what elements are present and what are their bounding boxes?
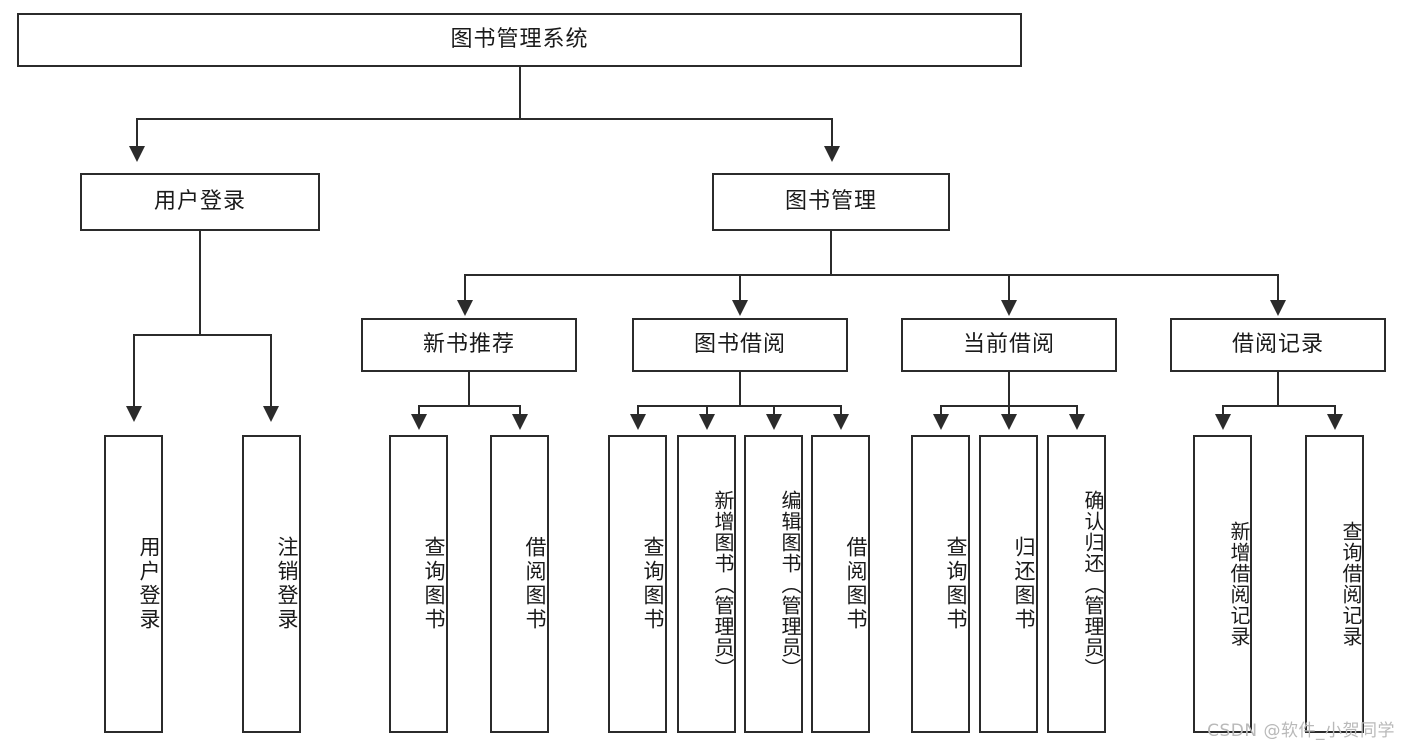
node-leaf-add-record[interactable]: 新增借阅记录	[1193, 435, 1252, 733]
connector-user-login-bus	[133, 334, 271, 336]
connector-user-login-stem	[199, 231, 201, 335]
node-label: 新书推荐	[422, 331, 515, 357]
arrowhead-leaf-logout-login	[263, 406, 279, 422]
arrowhead-current-borrow	[1001, 300, 1017, 316]
arrowhead-leaf-borrow-book-1	[512, 414, 528, 430]
connector-bm-drop-book-borrow	[739, 274, 741, 302]
node-label: 借阅图书	[844, 536, 868, 632]
node-label: 用户登录	[153, 188, 246, 214]
connector-borrow-record-stem	[1277, 372, 1279, 406]
connector-cb-drop-1	[940, 405, 942, 417]
connector-br-drop-2	[1334, 405, 1336, 417]
arrowhead-new-book-recommend	[457, 300, 473, 316]
arrowhead-leaf-query-record	[1327, 414, 1343, 430]
connector-new-book-drop-2	[519, 405, 521, 417]
arrowhead-leaf-confirm-return	[1069, 414, 1085, 430]
arrowhead-book-borrow	[732, 300, 748, 316]
node-leaf-add-book[interactable]: 新增图书（管理员）	[677, 435, 736, 733]
arrowhead-leaf-query-book-1	[411, 414, 427, 430]
node-new-book-recommend[interactable]: 新书推荐	[361, 318, 577, 372]
arrowhead-user-login	[129, 146, 145, 162]
connector-bm-drop-current-borrow	[1008, 274, 1010, 302]
node-label: 归还图书	[1012, 536, 1036, 632]
node-label: 编辑图书（管理员）	[778, 489, 802, 679]
node-leaf-query-book-3[interactable]: 查询图书	[911, 435, 970, 733]
connector-cb-drop-2	[1008, 405, 1010, 417]
connector-bm-drop-borrow-record	[1277, 274, 1279, 302]
connector-bb-drop-1	[637, 405, 639, 417]
node-label: 查询图书	[422, 536, 446, 632]
node-label: 用户登录	[137, 536, 161, 632]
node-leaf-logout-login[interactable]: 注销登录	[242, 435, 301, 733]
connector-bb-drop-2	[706, 405, 708, 417]
node-leaf-borrow-book-2[interactable]: 借阅图书	[811, 435, 870, 733]
node-label: 查询借阅记录	[1339, 521, 1363, 647]
arrowhead-leaf-query-book-3	[933, 414, 949, 430]
node-label: 借阅记录	[1231, 331, 1324, 357]
connector-root-to-user-login	[136, 118, 138, 148]
connector-book-management-stem	[830, 231, 832, 275]
node-leaf-return-book[interactable]: 归还图书	[979, 435, 1038, 733]
connector-book-borrow-bus	[637, 405, 842, 407]
arrowhead-leaf-user-login	[126, 406, 142, 422]
node-leaf-query-record[interactable]: 查询借阅记录	[1305, 435, 1364, 733]
connector-user-login-drop-1	[133, 334, 135, 408]
node-label: 注销登录	[275, 536, 299, 632]
node-leaf-edit-book[interactable]: 编辑图书（管理员）	[744, 435, 803, 733]
node-user-login[interactable]: 用户登录	[80, 173, 320, 231]
node-book-management[interactable]: 图书管理	[712, 173, 950, 231]
arrowhead-leaf-borrow-book-2	[833, 414, 849, 430]
node-label: 确认归还（管理员）	[1081, 489, 1105, 679]
connector-bb-drop-3	[773, 405, 775, 417]
connector-cb-drop-3	[1076, 405, 1078, 417]
connector-user-login-drop-2	[270, 334, 272, 408]
node-label: 当前借阅	[962, 331, 1055, 357]
connector-br-drop-1	[1222, 405, 1224, 417]
node-label: 图书借阅	[693, 331, 786, 357]
connector-root-bus	[136, 118, 833, 120]
node-leaf-confirm-return[interactable]: 确认归还（管理员）	[1047, 435, 1106, 733]
node-label: 借阅图书	[523, 536, 547, 632]
connector-new-book-bus	[418, 405, 520, 407]
arrowhead-leaf-return-book	[1001, 414, 1017, 430]
arrowhead-leaf-edit-book	[766, 414, 782, 430]
node-book-borrow[interactable]: 图书借阅	[632, 318, 848, 372]
node-label: 新增借阅记录	[1227, 521, 1251, 647]
node-borrow-record[interactable]: 借阅记录	[1170, 318, 1386, 372]
connector-book-borrow-stem	[739, 372, 741, 406]
connector-borrow-record-bus	[1222, 405, 1335, 407]
node-leaf-borrow-book-1[interactable]: 借阅图书	[490, 435, 549, 733]
node-leaf-query-book-1[interactable]: 查询图书	[389, 435, 448, 733]
connector-root-to-book-management	[831, 118, 833, 148]
csdn-watermark: CSDN @软件_小贺同学	[1207, 721, 1395, 741]
node-root-title[interactable]: 图书管理系统	[17, 13, 1022, 67]
node-leaf-user-login[interactable]: 用户登录	[104, 435, 163, 733]
node-label: 图书管理	[784, 188, 877, 214]
arrowhead-leaf-add-record	[1215, 414, 1231, 430]
arrowhead-leaf-query-book-2	[630, 414, 646, 430]
node-label: 新增图书（管理员）	[711, 489, 735, 679]
connector-new-book-stem	[468, 372, 470, 406]
node-label: 图书管理系统	[450, 26, 589, 52]
connector-book-management-bus	[464, 274, 1278, 276]
node-label: 查询图书	[944, 536, 968, 632]
arrowhead-leaf-add-book	[699, 414, 715, 430]
connector-bm-drop-new-book	[464, 274, 466, 302]
connector-root-stem	[519, 67, 521, 119]
connector-new-book-drop-1	[418, 405, 420, 417]
arrowhead-book-management	[824, 146, 840, 162]
connector-current-borrow-stem	[1008, 372, 1010, 406]
node-label: 查询图书	[641, 536, 665, 632]
node-current-borrow[interactable]: 当前借阅	[901, 318, 1117, 372]
arrowhead-borrow-record	[1270, 300, 1286, 316]
node-leaf-query-book-2[interactable]: 查询图书	[608, 435, 667, 733]
connector-bb-drop-4	[840, 405, 842, 417]
